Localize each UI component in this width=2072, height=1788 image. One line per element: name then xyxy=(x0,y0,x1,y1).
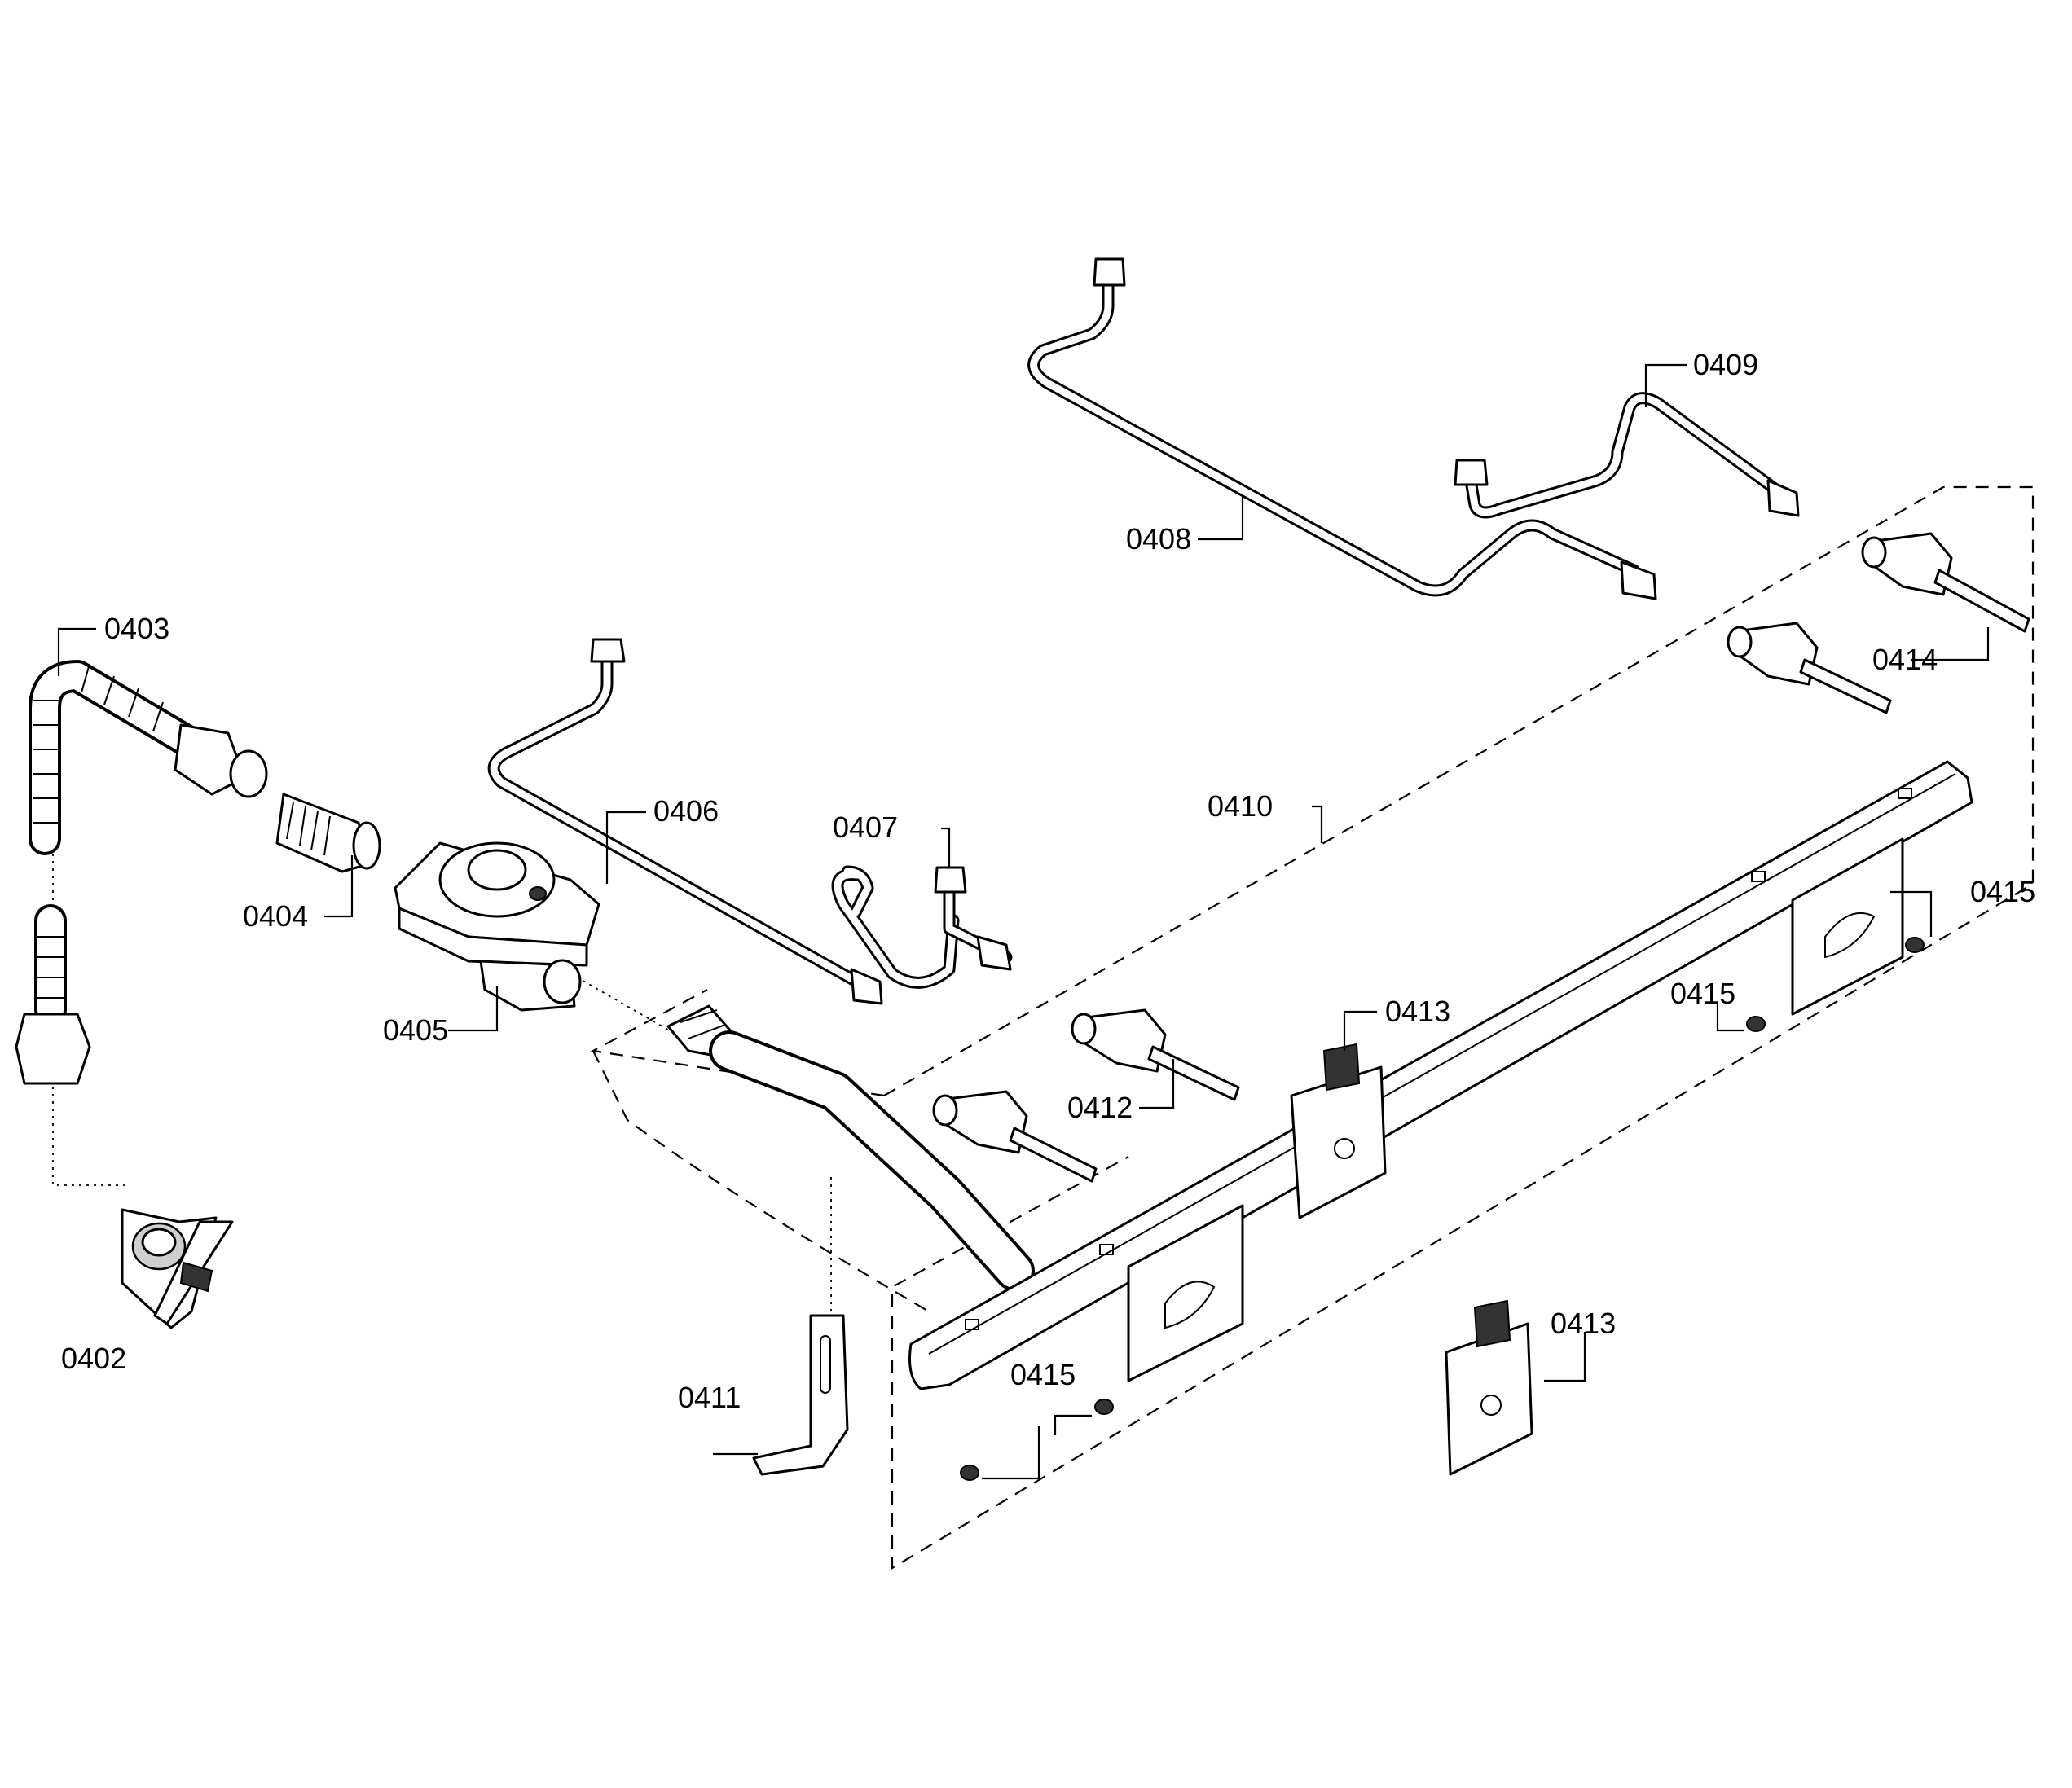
part-0414-valves xyxy=(1727,532,2030,714)
label-0412: 0412 xyxy=(1067,1091,1133,1124)
part-0406-pipe xyxy=(487,638,883,1005)
part-0405-regulator xyxy=(394,841,600,1012)
part-0402-fitting xyxy=(121,1208,234,1329)
label-0413-lower: 0413 xyxy=(1551,1307,1616,1340)
label-0410: 0410 xyxy=(1208,789,1273,823)
label-0415-left: 0415 xyxy=(1010,1358,1076,1391)
part-0415-screws xyxy=(960,937,1925,1481)
label-0403: 0403 xyxy=(104,612,169,645)
label-0409: 0409 xyxy=(1693,348,1758,381)
part-0403-flex-hose xyxy=(15,660,268,1085)
label-0414: 0414 xyxy=(1872,643,1938,676)
label-0407: 0407 xyxy=(833,811,898,844)
label-0415-right: 0415 xyxy=(1970,875,2035,908)
part-0411-bracket xyxy=(752,1314,849,1476)
part-0413-modules xyxy=(1290,1043,1533,1476)
part-0409-pipe xyxy=(1454,392,1800,519)
part-0410-manifold xyxy=(666,760,1973,1390)
alignment-dotted-lines xyxy=(52,839,832,1336)
part-0407-tube xyxy=(831,865,1013,989)
label-0411: 0411 xyxy=(678,1381,741,1414)
label-0408: 0408 xyxy=(1126,522,1191,556)
label-0402: 0402 xyxy=(61,1342,126,1375)
label-0406: 0406 xyxy=(653,794,719,828)
label-0413-upper: 0413 xyxy=(1385,995,1450,1028)
label-0404: 0404 xyxy=(243,899,308,933)
leader-lines xyxy=(57,363,1990,1480)
part-0404-adapter xyxy=(275,793,381,873)
part-0412-valves xyxy=(932,1008,1240,1183)
label-0415-middle: 0415 xyxy=(1670,977,1735,1010)
label-0405: 0405 xyxy=(383,1013,448,1047)
part-labels: 0402 0403 0404 0405 0406 0407 0408 0409 … xyxy=(61,348,2035,1414)
part-0408-pipe xyxy=(1027,257,1657,600)
